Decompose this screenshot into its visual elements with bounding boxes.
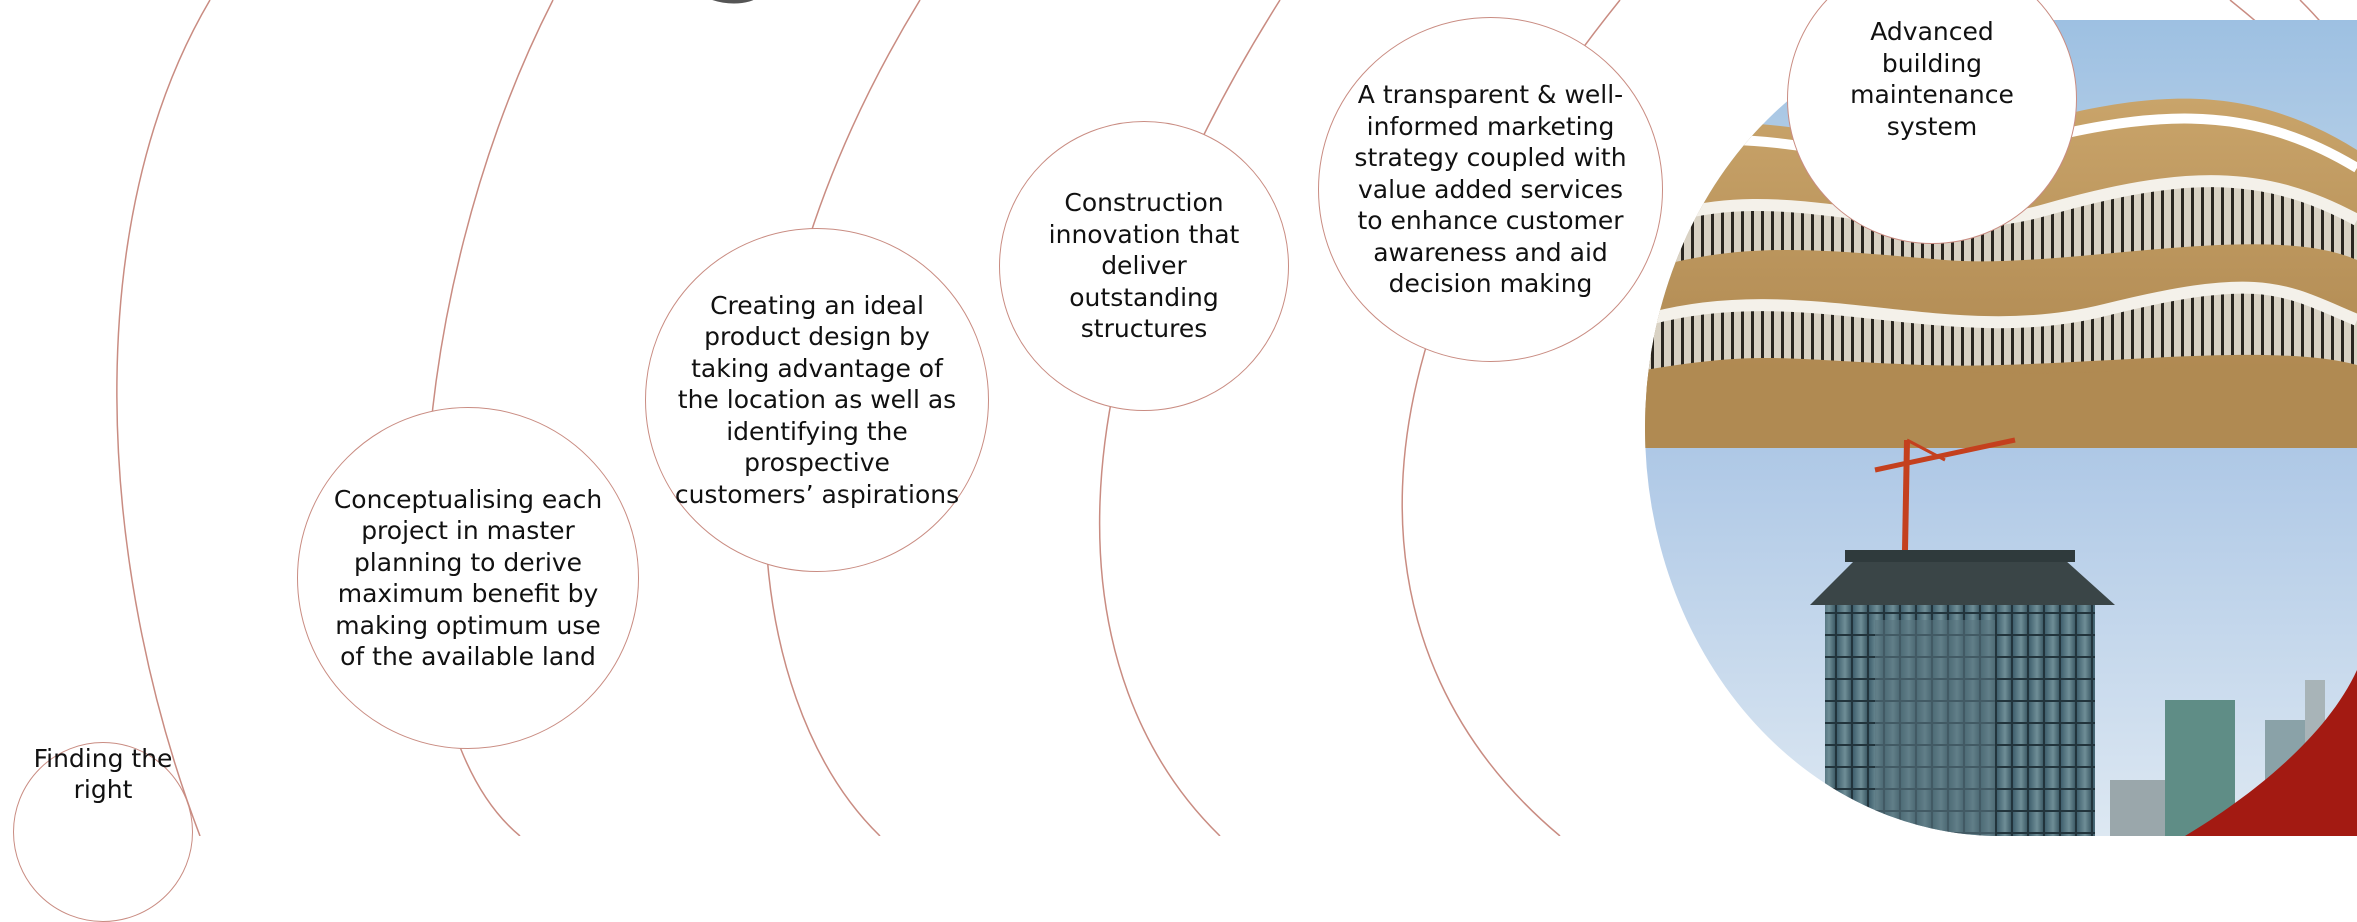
step-bubble-marketing: A transparent & well-informed marketing … (1318, 17, 1663, 362)
step-text-master-planning: Conceptualising each project in master p… (333, 484, 603, 672)
process-diagram: g (13, 0, 2357, 922)
step-bubble-product-design: Creating an ideal product design by taki… (645, 228, 989, 572)
step-text-maintenance: Advanced building maintenance system (1850, 17, 2014, 141)
step-bubble-construction: Construction innovation that deliver out… (999, 121, 1289, 411)
step-bubble-master-planning: Conceptualising each project in master p… (297, 407, 639, 749)
step-text-land: Finding the right (33, 743, 173, 805)
accent-corner (2185, 670, 2357, 836)
arc-1 (116, 0, 211, 836)
step-text-marketing: A transparent & well-informed marketing … (1354, 80, 1627, 299)
step-bubble-land: Finding the right (13, 742, 193, 922)
step-text-construction: Construction innovation that deliver out… (1048, 188, 1240, 344)
step-bubble-maintenance: Advanced building maintenance system (1787, 0, 2077, 244)
heading-fragment: g (700, 0, 779, 6)
step-text-product-design: Creating an ideal product design by taki… (674, 290, 960, 509)
